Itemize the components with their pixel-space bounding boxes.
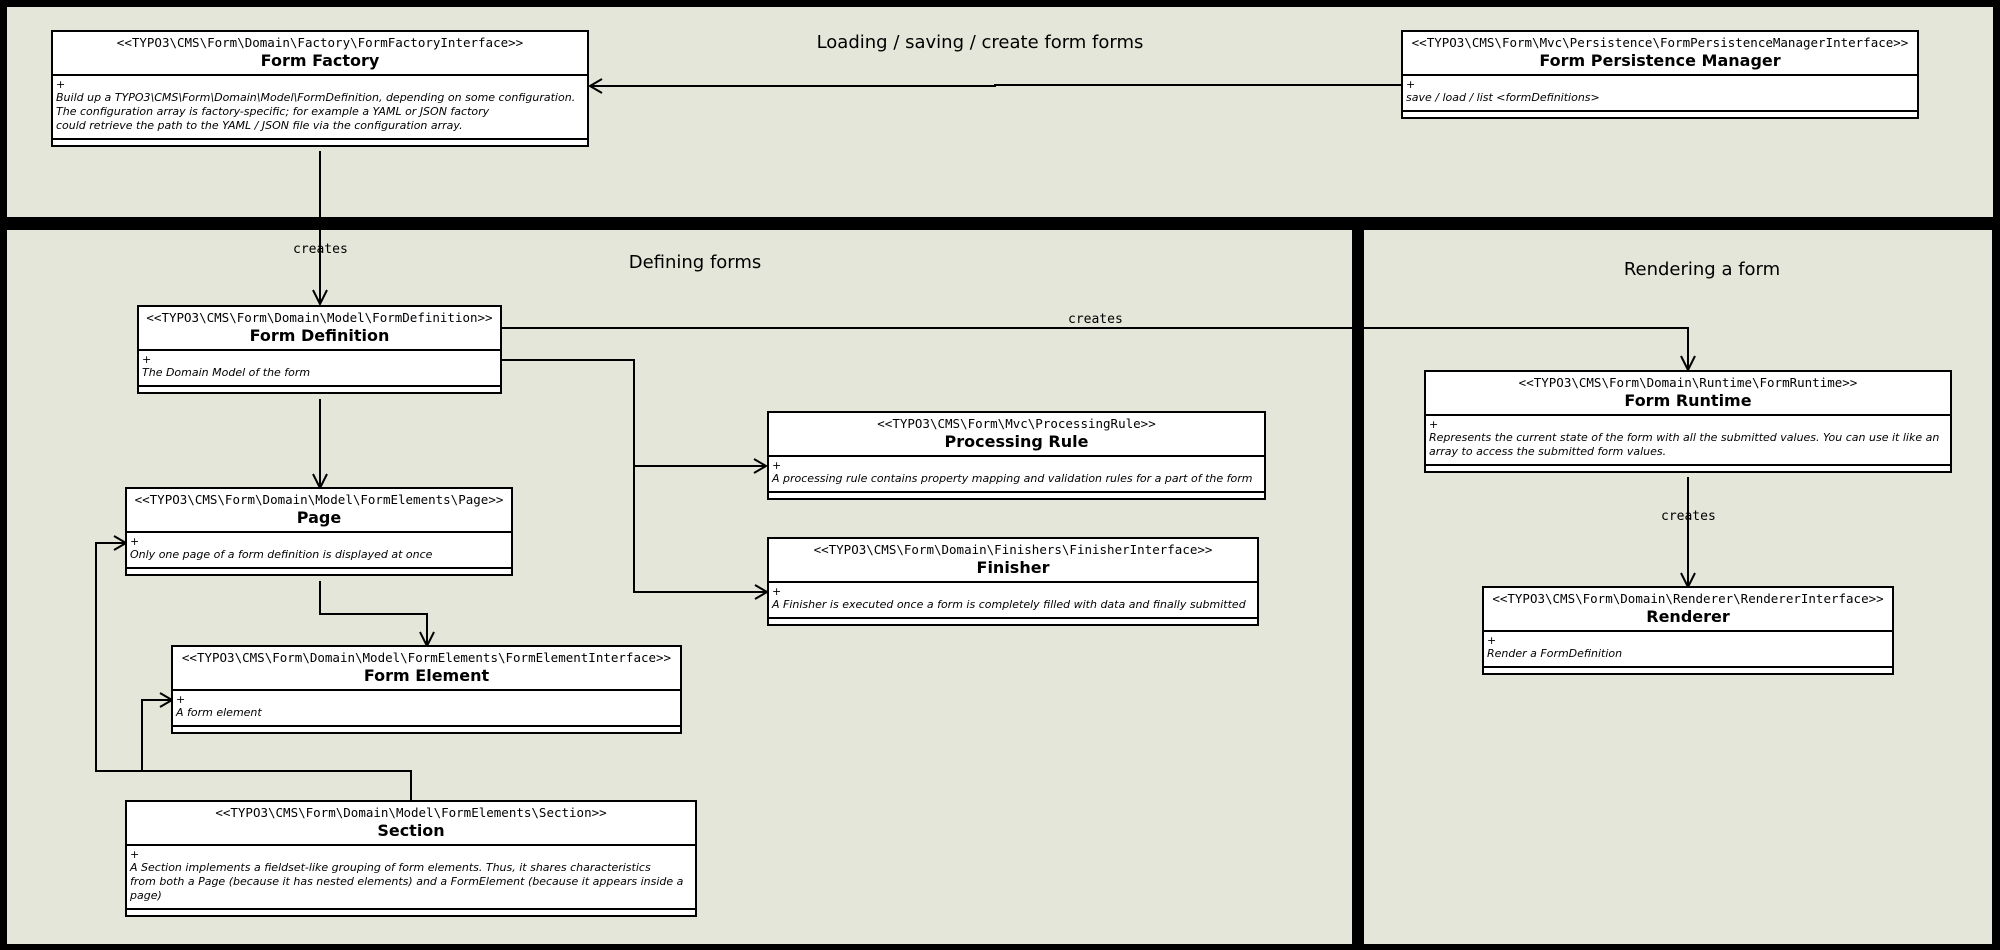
operations-compartment [1484, 668, 1892, 673]
class-description: The Domain Model of the form [142, 366, 311, 379]
label-runtime-creates: creates [1661, 509, 1716, 524]
visibility-marker: + [130, 848, 140, 861]
class-name: Form Element [363, 666, 490, 685]
class-page: <<TYPO3\CMS\Form\Domain\Model\FormElemen… [125, 487, 513, 576]
class-name: Finisher [976, 558, 1050, 577]
class-form-element: <<TYPO3\CMS\Form\Domain\Model\FormElemen… [171, 645, 682, 734]
stereotype: <<TYPO3\CMS\Form\Domain\Runtime\FormRunt… [1518, 375, 1858, 390]
panel-title-defining: Defining forms [628, 252, 762, 273]
class-form-persistence-manager: <<TYPO3\CMS\Form\Mvc\Persistence\FormPer… [1401, 30, 1919, 119]
class-description: A Section implements a fieldset-like gro… [130, 861, 684, 902]
stereotype: <<TYPO3\CMS\Form\Domain\Model\FormDefini… [146, 310, 493, 325]
class-description: A Finisher is executed once a form is co… [772, 598, 1246, 611]
stereotype: <<TYPO3\CMS\Form\Domain\Model\FormElemen… [134, 492, 504, 507]
class-processing-rule: <<TYPO3\CMS\Form\Mvc\ProcessingRule>>Pro… [767, 411, 1266, 500]
class-name: Form Factory [260, 51, 380, 70]
class-name: Form Runtime [1624, 391, 1752, 410]
arrowhead-definition [312, 289, 328, 307]
class-finisher: <<TYPO3\CMS\Form\Domain\Finishers\Finish… [767, 537, 1259, 626]
operations-compartment [53, 140, 587, 145]
visibility-marker: + [772, 459, 782, 472]
arrowhead-factory [588, 78, 603, 94]
connector-page-to-form-element [319, 581, 428, 646]
class-description: A processing rule contains property mapp… [772, 472, 1253, 485]
class-description: Only one page of a form definition is di… [130, 548, 433, 561]
class-name: Renderer [1646, 607, 1730, 626]
class-name: Processing Rule [944, 432, 1089, 451]
class-form-factory: <<TYPO3\CMS\Form\Domain\Factory\FormFact… [51, 30, 589, 147]
visibility-marker: + [142, 353, 152, 366]
visibility-marker: + [56, 78, 66, 91]
visibility-marker: + [176, 693, 186, 706]
class-name: Section [377, 821, 445, 840]
stereotype: <<TYPO3\CMS\Form\Domain\Finishers\Finish… [813, 542, 1213, 557]
class-description: A form element [176, 706, 262, 719]
connector-definition-to-processing-rule [501, 359, 766, 467]
stereotype: <<TYPO3\CMS\Form\Domain\Model\FormElemen… [215, 805, 607, 820]
stereotype: <<TYPO3\CMS\Form\Mvc\ProcessingRule>> [877, 416, 1156, 431]
class-description: save / load / list <formDefinitions> [1406, 91, 1600, 104]
panel-title-loading: Loading / saving / create form forms [816, 32, 1144, 53]
visibility-marker: + [1406, 78, 1416, 91]
operations-compartment [127, 569, 511, 574]
operations-compartment [127, 910, 695, 915]
connector-definition-to-finisher [633, 466, 767, 593]
visibility-marker: + [130, 535, 140, 548]
class-form-definition: <<TYPO3\CMS\Form\Domain\Model\FormDefini… [137, 305, 502, 394]
label-definition-creates: creates [1068, 312, 1123, 327]
arrowhead-processing-rule [753, 458, 768, 474]
operations-compartment [769, 619, 1257, 624]
class-section: <<TYPO3\CMS\Form\Domain\Model\FormElemen… [125, 800, 697, 917]
connector-section-to-page [95, 542, 412, 801]
stereotype: <<TYPO3\CMS\Form\Mvc\Persistence\FormPer… [1411, 35, 1909, 50]
class-name: Form Persistence Manager [1539, 51, 1781, 70]
operations-compartment [1403, 112, 1917, 117]
class-description: Represents the current state of the form… [1429, 431, 1940, 458]
class-form-runtime: <<TYPO3\CMS\Form\Domain\Runtime\FormRunt… [1424, 370, 1952, 473]
class-name: Page [296, 508, 342, 527]
stereotype: <<TYPO3\CMS\Form\Domain\Renderer\Rendere… [1492, 591, 1884, 606]
class-description: Build up a TYPO3\CMS\Form\Domain\Model\F… [56, 91, 576, 132]
connector-persistence-to-factory [590, 84, 1402, 87]
label-factory-creates: creates [293, 242, 348, 257]
class-name: Form Definition [249, 326, 390, 345]
class-description: Render a FormDefinition [1487, 647, 1623, 660]
panel-title-rendering: Rendering a form [1623, 259, 1781, 280]
operations-compartment [769, 493, 1264, 498]
visibility-marker: + [772, 585, 782, 598]
stereotype: <<TYPO3\CMS\Form\Domain\Model\FormElemen… [181, 650, 672, 665]
operations-compartment [173, 727, 680, 732]
stereotype: <<TYPO3\CMS\Form\Domain\Factory\FormFact… [116, 35, 524, 50]
connector-section-to-form-element [141, 699, 172, 771]
visibility-marker: + [1429, 418, 1439, 431]
operations-compartment [1426, 466, 1950, 471]
operations-compartment [139, 387, 500, 392]
visibility-marker: + [1487, 634, 1497, 647]
connector-definition-to-runtime [501, 327, 1689, 370]
class-renderer: <<TYPO3\CMS\Form\Domain\Renderer\Rendere… [1482, 586, 1894, 675]
